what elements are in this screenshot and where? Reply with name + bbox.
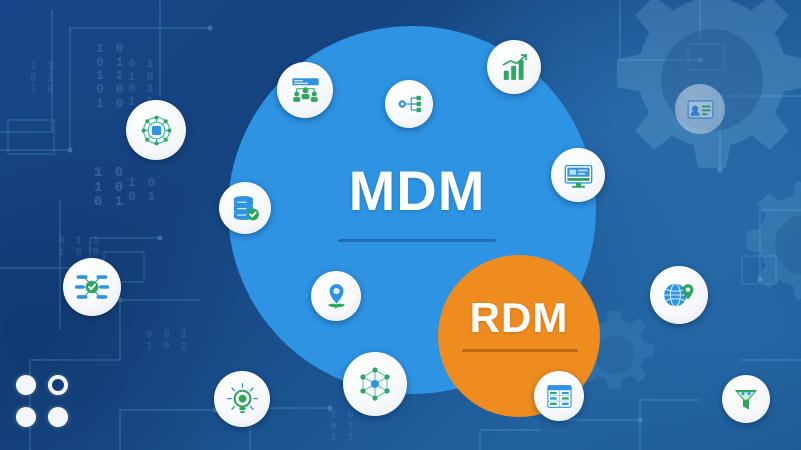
lightbulb-idea-icon — [214, 371, 270, 427]
dot-top-right — [48, 375, 68, 395]
binary-digits-column: 1 1 0 1 1 0 — [30, 61, 56, 97]
binary-digits-column: 1 0 0 1 1 1 0 0 1 0 — [96, 41, 126, 111]
profile-card-icon-glyph — [685, 94, 716, 125]
dot-bottom-left — [16, 407, 36, 427]
lightbulb-idea-icon-glyph — [225, 382, 260, 417]
binary-digits-column: 1 0 0 1 1 1 — [330, 409, 356, 445]
hub-shield-icon — [63, 258, 121, 316]
binary-digits-column: 0 1 1 0 0 1 1 1 — [128, 57, 156, 109]
mdm-underline — [338, 239, 496, 242]
corner-dot-cluster — [16, 375, 74, 433]
profile-card-icon — [675, 84, 725, 134]
funnel-filter-icon — [722, 375, 770, 423]
rdm-underline — [462, 349, 578, 352]
binary-digits-column: 0 1 1 1 0 0 — [58, 235, 102, 259]
globe-pin-icon-glyph — [661, 277, 697, 313]
gear-large-icon — [596, 0, 801, 196]
binary-digits-column: 1 0 0 1 — [128, 175, 158, 204]
gear-medium-icon — [730, 170, 801, 320]
globe-pin-icon — [650, 266, 708, 324]
mdm-label: MDM — [348, 159, 486, 222]
hub-shield-icon-glyph — [74, 269, 110, 305]
funnel-filter-icon-glyph — [731, 384, 761, 414]
binary-digits-column: 1 0 1 0 0 1 — [94, 165, 126, 211]
rdm-label: RDM — [469, 294, 569, 341]
chip-network-icon-glyph — [138, 112, 175, 149]
binary-digits-column: 0 0 1 1 0 1 — [146, 329, 190, 353]
chip-network-icon — [126, 100, 186, 160]
dot-top-left — [16, 375, 36, 395]
dot-bottom-right — [48, 407, 68, 427]
